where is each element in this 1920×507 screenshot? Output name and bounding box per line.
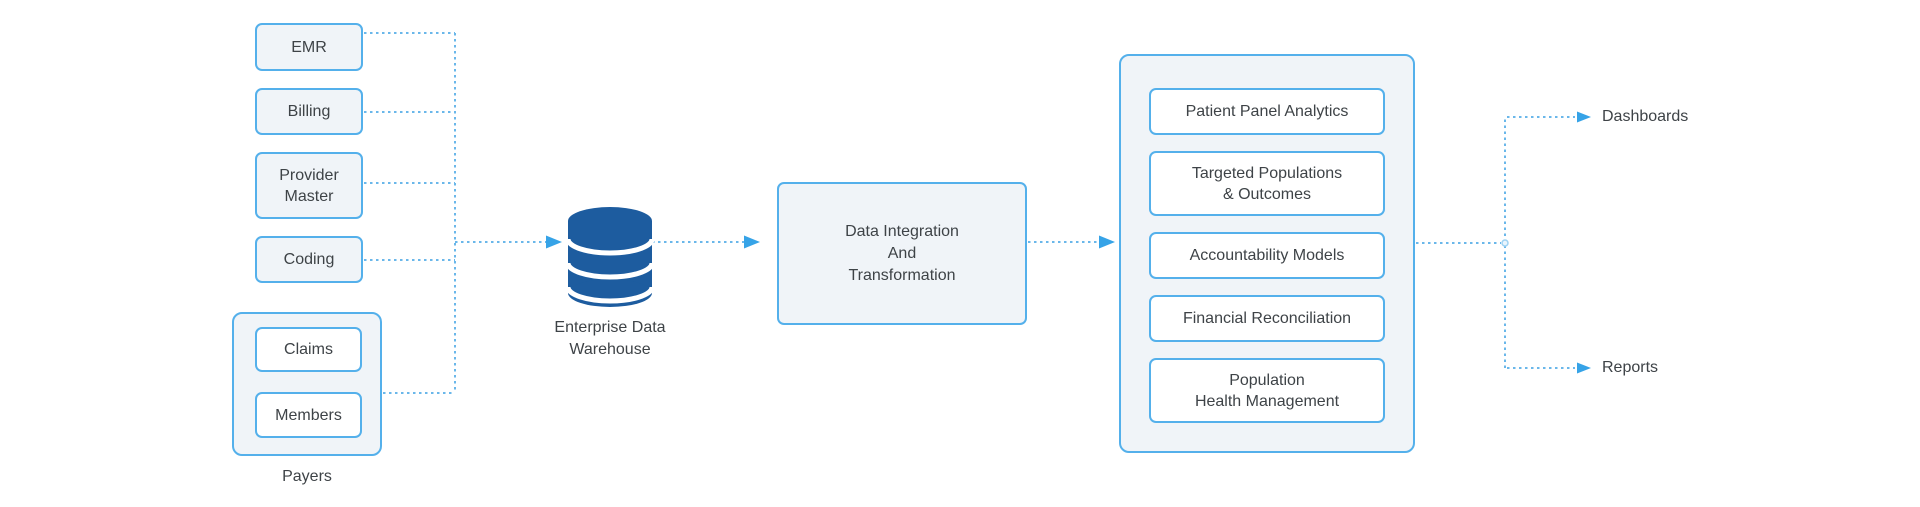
source-box-provider-master: Provider Master xyxy=(255,152,363,219)
source-box-billing: Billing xyxy=(255,88,363,135)
analytics-box-targeted-populations-outcomes: Targeted Populations & Outcomes xyxy=(1149,151,1385,216)
output-label-reports: Reports xyxy=(1602,359,1659,376)
analytics-box-accountability-models: Accountability Models xyxy=(1149,232,1385,279)
payers-box-claims: Claims xyxy=(255,327,362,372)
analytics-box-financial-reconciliation: Financial Reconciliation xyxy=(1149,295,1385,342)
arrowhead-analytics xyxy=(1099,235,1115,249)
integration-box: Data Integration And Transformation xyxy=(777,182,1027,325)
payers-group-label: Payers xyxy=(282,468,332,485)
analytics-box-population-health-management: Population Health Management xyxy=(1149,358,1385,423)
analytics-box-patient-panel-analytics: Patient Panel Analytics xyxy=(1149,88,1385,135)
arrowhead-integration xyxy=(744,235,760,249)
source-box-coding: Coding xyxy=(255,236,363,283)
arrowhead-reports xyxy=(1577,362,1591,374)
source-box-emr: EMR xyxy=(255,23,363,71)
arrowhead-dashboards xyxy=(1577,111,1591,123)
payers-box-members: Members xyxy=(255,392,362,438)
output-label-dashboards: Dashboards xyxy=(1602,108,1689,125)
junction-dot xyxy=(1501,239,1509,247)
warehouse-label: Enterprise Data Warehouse xyxy=(554,319,666,358)
arrowhead-warehouse xyxy=(546,235,562,249)
analytics-panel: Patient Panel Analytics Targeted Populat… xyxy=(1119,54,1415,453)
database-icon xyxy=(566,207,654,307)
payers-group: Claims Members xyxy=(232,312,382,456)
